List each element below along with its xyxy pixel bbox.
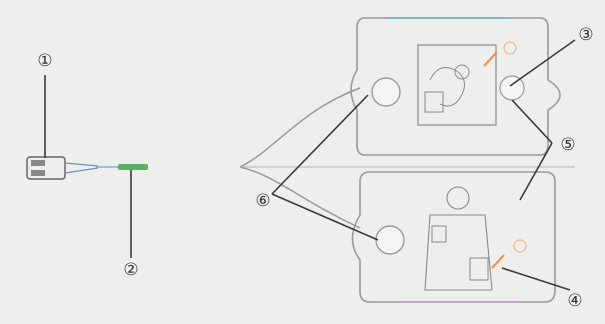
callout-pad-indicator-upper: ③ xyxy=(578,25,593,45)
upper-electrode-pad xyxy=(351,18,560,155)
callout-pad-snap-connectors: ⑥ xyxy=(255,191,270,211)
upper-pad-indicator xyxy=(504,42,516,54)
callout-connector: ① xyxy=(37,51,52,71)
lower-pad-indicator xyxy=(514,240,526,252)
lower-pad-figure-head xyxy=(447,187,469,209)
callout-pad-indicator-lower: ④ xyxy=(567,291,582,311)
upper-pad-illustration xyxy=(418,45,496,125)
connector-plug xyxy=(27,157,98,179)
main-cable xyxy=(96,88,575,228)
callout-electrode-pads: ⑤ xyxy=(560,135,575,155)
upper-pad-snap xyxy=(372,78,400,106)
lower-pad-snap xyxy=(376,226,404,254)
callout-cable: ② xyxy=(123,260,138,280)
